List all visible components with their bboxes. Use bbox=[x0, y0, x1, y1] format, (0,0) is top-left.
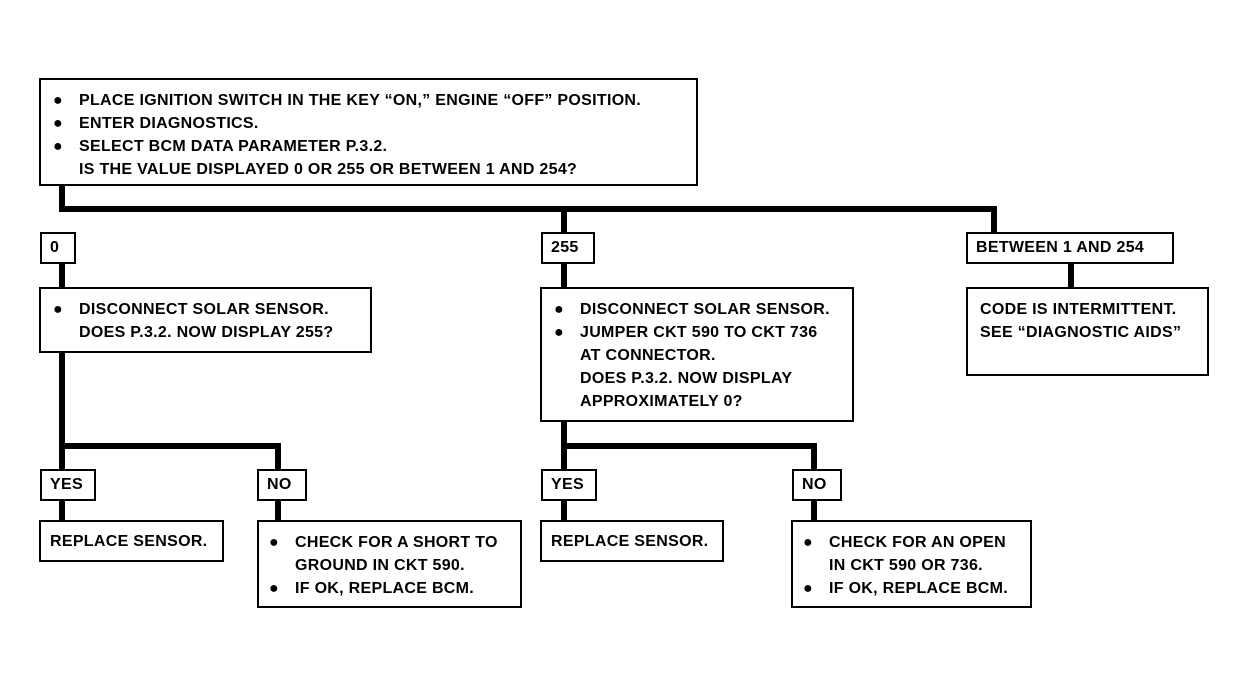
bullet-icon: ● bbox=[53, 301, 63, 318]
connector-0-no-drop bbox=[275, 443, 281, 469]
connector-horizontal-main bbox=[59, 206, 997, 212]
start-bullet-1: ● PLACE IGNITION SWITCH IN THE KEY “ON,”… bbox=[53, 89, 696, 112]
connector-to-between bbox=[991, 206, 997, 234]
bullet-icon: ● bbox=[53, 115, 63, 132]
branch-label-0: 0 bbox=[40, 232, 76, 264]
connector-255-label-to-step bbox=[561, 262, 567, 288]
branch-label-between: BETWEEN 1 AND 254 bbox=[966, 232, 1174, 264]
zero-step-box: ● DISCONNECT SOLAR SENSOR. DOES P.3.2. N… bbox=[39, 287, 372, 353]
bullet-icon: ● bbox=[554, 301, 564, 318]
b255-yes-result-box: REPLACE SENSOR. bbox=[540, 520, 724, 562]
branch-label-255: 255 bbox=[541, 232, 595, 264]
zero-yes-result-box: REPLACE SENSOR. bbox=[39, 520, 224, 562]
bullet-icon: ● bbox=[803, 534, 813, 551]
connector-255-no-drop bbox=[811, 443, 817, 469]
b255-step-box: ● DISCONNECT SOLAR SENSOR. ● JUMPER CKT … bbox=[540, 287, 854, 422]
connector-0-step-down bbox=[59, 351, 65, 469]
start-bullet-3: ● SELECT BCM DATA PARAMETER P.3.2. bbox=[53, 135, 696, 158]
connector-0-no-to-result bbox=[275, 500, 281, 522]
connector-0-horizontal bbox=[59, 443, 281, 449]
b255-yes-label: YES bbox=[541, 469, 597, 501]
start-step-box: ● PLACE IGNITION SWITCH IN THE KEY “ON,”… bbox=[39, 78, 698, 186]
connector-between-label-to-step bbox=[1068, 264, 1074, 288]
connector-255-horizontal bbox=[561, 443, 817, 449]
bullet-icon: ● bbox=[269, 534, 279, 551]
zero-no-label: NO bbox=[257, 469, 307, 501]
connector-255-yes-to-result bbox=[561, 500, 567, 522]
connector-to-255 bbox=[561, 206, 567, 234]
bullet-icon: ● bbox=[53, 92, 63, 109]
start-bullet-2: ● ENTER DIAGNOSTICS. bbox=[53, 112, 696, 135]
connector-0-yes-to-result bbox=[59, 500, 65, 522]
connector-0-label-to-step bbox=[59, 262, 65, 288]
b255-no-label: NO bbox=[792, 469, 842, 501]
bullet-icon: ● bbox=[53, 138, 63, 155]
zero-no-result-box: ● CHECK FOR A SHORT TO GROUND IN CKT 590… bbox=[257, 520, 522, 608]
zero-yes-label: YES bbox=[40, 469, 96, 501]
bullet-icon: ● bbox=[803, 580, 813, 597]
connector-255-no-to-result bbox=[811, 500, 817, 522]
connector-start-down bbox=[59, 185, 65, 211]
bullet-icon: ● bbox=[554, 324, 564, 341]
b255-no-result-box: ● CHECK FOR AN OPEN IN CKT 590 OR 736. ●… bbox=[791, 520, 1032, 608]
bullet-icon: ● bbox=[269, 580, 279, 597]
between-step-box: CODE IS INTERMITTENT. SEE “DIAGNOSTIC AI… bbox=[966, 287, 1209, 376]
start-question: IS THE VALUE DISPLAYED 0 OR 255 OR BETWE… bbox=[79, 161, 578, 178]
